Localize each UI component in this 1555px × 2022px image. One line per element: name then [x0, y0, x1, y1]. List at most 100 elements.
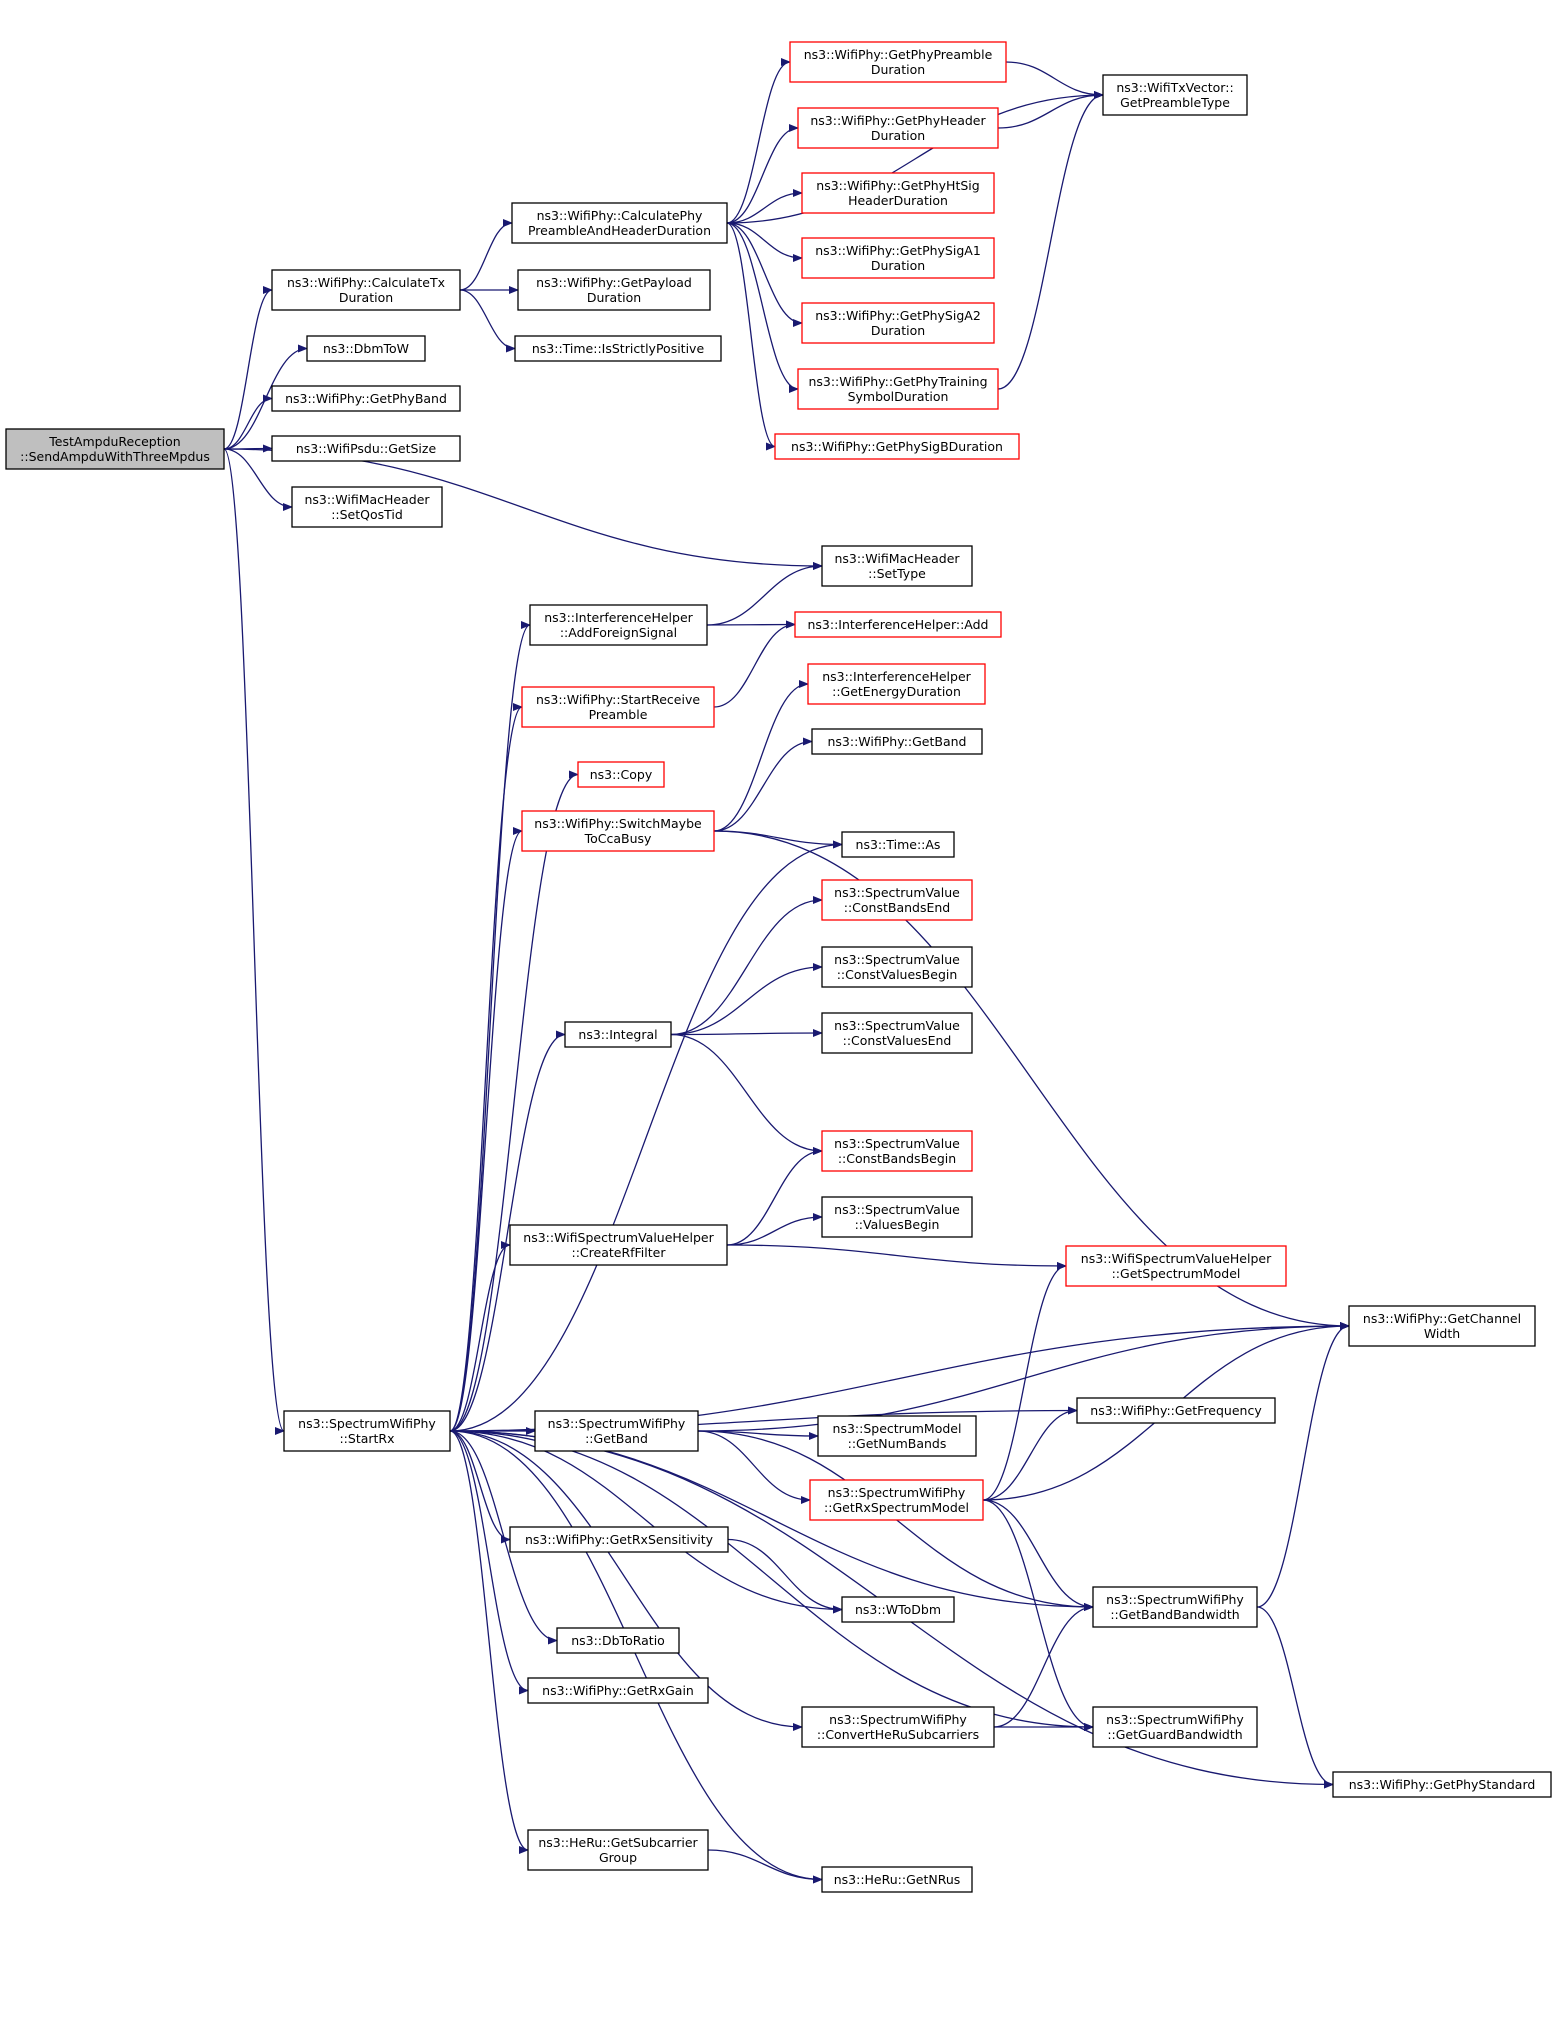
node-calcPre[interactable]: ns3::WifiPhy::CalculatePhyPreambleAndHea…: [511, 202, 728, 244]
node-rxSpec[interactable]: ns3::SpectrumWifiPhy::GetRxSpectrumModel: [809, 1479, 984, 1521]
node-box[interactable]: [797, 107, 999, 149]
node-train[interactable]: ns3::WifiPhy::GetPhyTrainingSymbolDurati…: [797, 368, 999, 410]
node-box[interactable]: [817, 1415, 977, 1457]
node-box[interactable]: [821, 545, 973, 587]
node-timeAs[interactable]: ns3::Time::As: [841, 831, 955, 858]
node-box[interactable]: [306, 335, 426, 362]
node-box[interactable]: [1092, 1706, 1258, 1748]
node-box[interactable]: [774, 433, 1020, 460]
node-numBands[interactable]: ns3::SpectrumModel::GetNumBands: [817, 1415, 977, 1457]
node-box[interactable]: [529, 604, 708, 646]
node-freq[interactable]: ns3::WifiPhy::GetFrequency: [1076, 1397, 1276, 1424]
node-integral[interactable]: ns3::Integral: [564, 1021, 672, 1048]
node-valBegin[interactable]: ns3::SpectrumValue::ValuesBegin: [821, 1196, 973, 1238]
node-box[interactable]: [1332, 1771, 1552, 1798]
node-cValBegin[interactable]: ns3::SpectrumValue::ConstValuesBegin: [821, 946, 973, 988]
node-cBandsBegin[interactable]: ns3::SpectrumValue::ConstBandsBegin: [821, 1130, 973, 1172]
node-box[interactable]: [821, 1012, 973, 1054]
node-box[interactable]: [1065, 1245, 1287, 1287]
node-specModel[interactable]: ns3::WifiSpectrumValueHelper::GetSpectru…: [1065, 1245, 1287, 1287]
node-box[interactable]: [517, 269, 711, 311]
node-box[interactable]: [514, 335, 722, 362]
node-setQos[interactable]: ns3::WifiMacHeader::SetQosTid: [291, 486, 443, 528]
node-dbToRatio[interactable]: ns3::DbToRatio: [556, 1627, 680, 1654]
node-box[interactable]: [527, 1677, 709, 1704]
node-box[interactable]: [271, 269, 461, 311]
node-box[interactable]: [509, 1224, 728, 1266]
node-box[interactable]: [1092, 1586, 1258, 1628]
node-box[interactable]: [821, 1130, 973, 1172]
node-box[interactable]: [801, 1706, 995, 1748]
node-box[interactable]: [5, 428, 225, 470]
node-box[interactable]: [821, 1866, 973, 1893]
node-box[interactable]: [801, 237, 995, 279]
node-wToDbm[interactable]: ns3::WToDbm: [841, 1596, 955, 1623]
node-phyStd[interactable]: ns3::WifiPhy::GetPhyStandard: [1332, 1771, 1552, 1798]
node-addForeign[interactable]: ns3::InterferenceHelper::AddForeignSigna…: [529, 604, 708, 646]
node-box[interactable]: [1348, 1305, 1536, 1347]
node-box[interactable]: [271, 385, 461, 412]
node-box[interactable]: [556, 1627, 680, 1654]
node-box[interactable]: [509, 1526, 729, 1553]
node-cBandsEnd[interactable]: ns3::SpectrumValue::ConstBandsEnd: [821, 879, 973, 921]
node-wpGetBand[interactable]: ns3::WifiPhy::GetBand: [811, 728, 983, 755]
node-rfFilter[interactable]: ns3::WifiSpectrumValueHelper::CreateRfFi…: [509, 1224, 728, 1266]
node-rxSens[interactable]: ns3::WifiPhy::GetRxSensitivity: [509, 1526, 729, 1553]
node-box[interactable]: [1076, 1397, 1276, 1424]
node-setType[interactable]: ns3::WifiMacHeader::SetType: [821, 545, 973, 587]
node-box[interactable]: [564, 1021, 672, 1048]
node-convHe[interactable]: ns3::SpectrumWifiPhy::ConvertHeRuSubcarr…: [801, 1706, 995, 1748]
node-box[interactable]: [271, 435, 461, 462]
node-cValEnd[interactable]: ns3::SpectrumValue::ConstValuesEnd: [821, 1012, 973, 1054]
node-copy[interactable]: ns3::Copy: [577, 761, 665, 788]
node-box[interactable]: [841, 1596, 955, 1623]
node-box[interactable]: [534, 1410, 699, 1452]
node-getPhyBand[interactable]: ns3::WifiPhy::GetPhyBand: [271, 385, 461, 412]
node-sigB[interactable]: ns3::WifiPhy::GetPhySigBDuration: [774, 433, 1020, 460]
node-nrus[interactable]: ns3::HeRu::GetNRus: [821, 1866, 973, 1893]
node-box[interactable]: [841, 831, 955, 858]
node-rxGain[interactable]: ns3::WifiPhy::GetRxGain: [527, 1677, 709, 1704]
node-dbmToW[interactable]: ns3::DbmToW: [306, 335, 426, 362]
node-startRx[interactable]: ns3::SpectrumWifiPhy::StartRx: [283, 1410, 451, 1452]
node-box[interactable]: [821, 879, 973, 921]
node-box[interactable]: [1102, 74, 1248, 116]
node-box[interactable]: [807, 663, 986, 705]
node-bandBw[interactable]: ns3::SpectrumWifiPhy::GetBandBandwidth: [1092, 1586, 1258, 1628]
node-box[interactable]: [821, 946, 973, 988]
node-box[interactable]: [283, 1410, 451, 1452]
node-box[interactable]: [511, 202, 728, 244]
node-box[interactable]: [527, 1829, 709, 1871]
node-box[interactable]: [811, 728, 983, 755]
node-box[interactable]: [521, 810, 715, 852]
node-box[interactable]: [794, 611, 1002, 638]
node-guardBw[interactable]: ns3::SpectrumWifiPhy::GetGuardBandwidth: [1092, 1706, 1258, 1748]
node-box[interactable]: [801, 302, 995, 344]
node-root[interactable]: TestAmpduReception::SendAmpduWithThreeMp…: [5, 428, 225, 470]
node-swpGetBand[interactable]: ns3::SpectrumWifiPhy::GetBand: [534, 1410, 699, 1452]
node-ihAdd[interactable]: ns3::InterferenceHelper::Add: [794, 611, 1002, 638]
node-box[interactable]: [521, 686, 715, 728]
node-energyDur[interactable]: ns3::InterferenceHelper::GetEnergyDurati…: [807, 663, 986, 705]
node-box[interactable]: [789, 41, 1007, 83]
node-strictPos[interactable]: ns3::Time::IsStrictlyPositive: [514, 335, 722, 362]
node-box[interactable]: [809, 1479, 984, 1521]
node-box[interactable]: [291, 486, 443, 528]
node-box[interactable]: [797, 368, 999, 410]
node-box[interactable]: [577, 761, 665, 788]
node-preType[interactable]: ns3::WifiTxVector::GetPreambleType: [1102, 74, 1248, 116]
node-box[interactable]: [801, 172, 995, 214]
node-psduSize[interactable]: ns3::WifiPsdu::GetSize: [271, 435, 461, 462]
node-box[interactable]: [821, 1196, 973, 1238]
